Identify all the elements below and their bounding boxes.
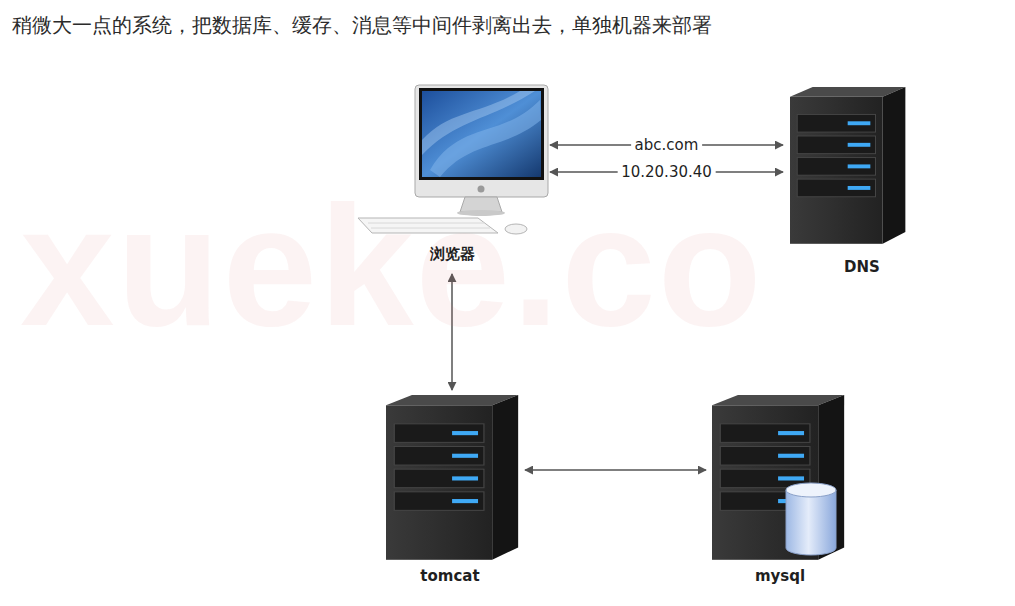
connector-arrow <box>525 469 706 471</box>
tomcat-server <box>386 395 518 560</box>
node-label: DNS <box>844 258 880 276</box>
node-label: 浏览器 <box>430 245 475 264</box>
node-label: tomcat <box>420 567 479 585</box>
dns-node: DNS <box>785 85 910 280</box>
mysql-server <box>712 395 844 560</box>
watermark: xueke.co <box>20 168 764 364</box>
tomcat-node: tomcat <box>383 392 523 590</box>
page-title: 稍微大一点的系统，把数据库、缓存、消息等中间件剥离出去，单独机器来部署 <box>12 12 712 39</box>
browser-node: 浏览器 <box>355 85 548 272</box>
edge-label: abc.com <box>631 136 703 154</box>
database-cylinder <box>786 483 836 555</box>
node-label: mysql <box>755 567 805 585</box>
mysql-node: mysql <box>708 392 848 590</box>
dns-server <box>790 87 905 244</box>
edge-label: 10.20.30.40 <box>617 163 716 181</box>
